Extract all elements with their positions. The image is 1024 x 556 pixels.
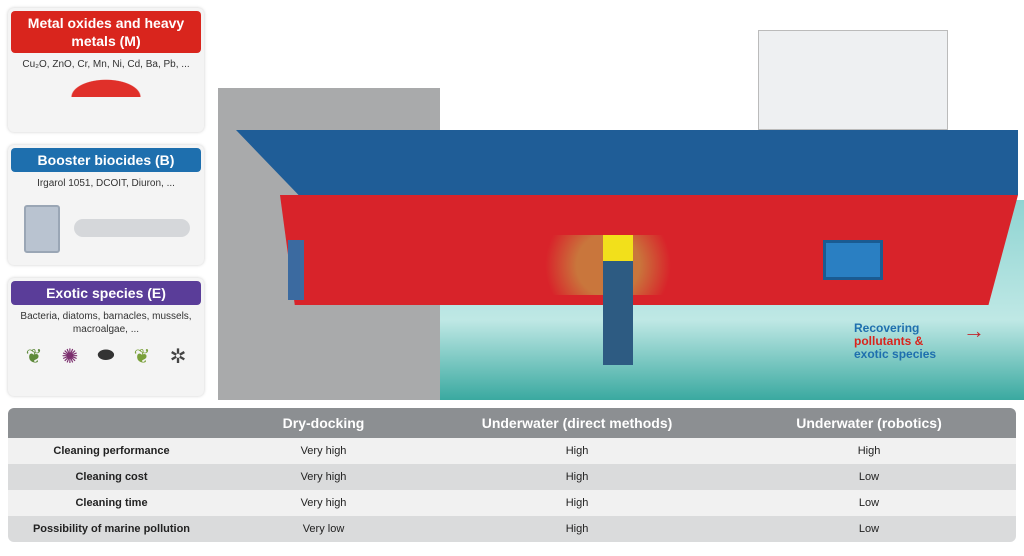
table-cell: High (722, 438, 1016, 464)
table-cell: Low (722, 464, 1016, 490)
row-label: Cleaning cost (8, 464, 215, 490)
panel-title: Exotic species (E) (11, 281, 201, 305)
arrow-icon: → (963, 318, 985, 343)
table-cell: Very high (215, 490, 432, 516)
panel-biocides: Booster biocides (B) Irgarol 1051, DCOIT… (8, 145, 204, 265)
table-cell: Low (722, 490, 1016, 516)
ship-hull-blue (236, 130, 1018, 195)
comparison-table: Dry-docking Underwater (direct methods) … (8, 408, 1016, 542)
red-powder-icon (66, 77, 146, 97)
row-label: Cleaning time (8, 490, 215, 516)
row-label: Cleaning performance (8, 438, 215, 464)
panel-metals: Metal oxides and heavy metals (M) Cu₂O, … (8, 8, 204, 132)
table-cell: High (432, 490, 722, 516)
panel-text: Bacteria, diatoms, barnacles, mussels, m… (20, 311, 192, 335)
table-cell: Very high (215, 438, 432, 464)
row-label: Possibility of marine pollution (8, 516, 215, 542)
recovery-label: Recovering pollutants & exotic species (854, 321, 937, 361)
worker-icon (288, 240, 304, 300)
table-cell: High (432, 516, 722, 542)
panel-title: Metal oxides and heavy metals (M) (11, 11, 201, 53)
table-cell: Low (722, 516, 1016, 542)
ship-cleaning-illustration: Recovering pollutants & exotic species → (218, 0, 1024, 400)
ship-superstructure (758, 30, 948, 130)
panel-species: Exotic species (E) Bacteria, diatoms, ba… (8, 278, 204, 396)
table-cell: High (432, 464, 722, 490)
table-cell: High (432, 438, 722, 464)
table-cell: Very high (215, 464, 432, 490)
panel-text: Cu₂O, ZnO, Cr, Mn, Ni, Cd, Ba, Pb, ... (22, 59, 190, 70)
cleaning-robot-icon (823, 240, 883, 280)
diver-icon (603, 235, 633, 365)
pill-shape (74, 219, 190, 237)
panel-text: Irgarol 1051, DCOIT, Diuron, ... (37, 178, 175, 189)
species-icons: ❦✺⬬❦✲ (25, 344, 187, 368)
canister-icon (24, 205, 60, 253)
table-cell: Very low (215, 516, 432, 542)
panel-title: Booster biocides (B) (11, 148, 201, 172)
